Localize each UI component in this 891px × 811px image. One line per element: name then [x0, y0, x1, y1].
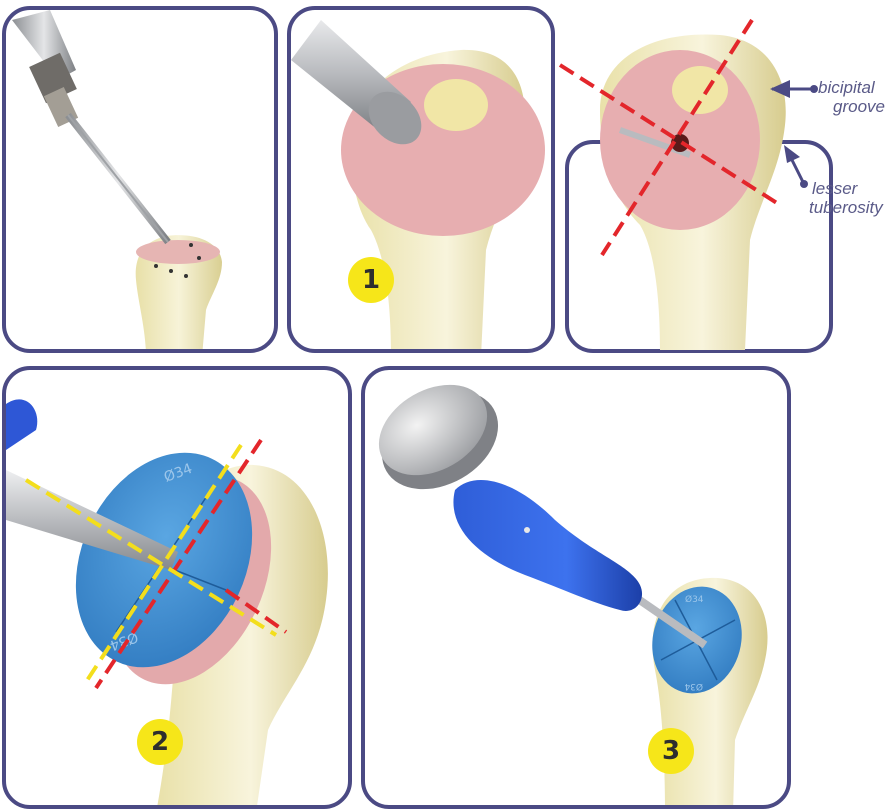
impactor-icon — [365, 370, 705, 645]
small-disc-size-bottom: Ø34 — [684, 681, 703, 692]
small-disc-size-top: Ø34 — [685, 594, 704, 605]
label-tuberosity: tuberosity — [809, 199, 883, 217]
label-groove: groove — [833, 98, 885, 116]
humerus-bone-icon — [600, 34, 786, 350]
step-badge-3: 3 — [648, 728, 694, 774]
step-3-illustration: Ø34 Ø34 — [365, 370, 791, 809]
label-bicipital: bicipital — [818, 79, 875, 97]
axes-illustration — [0, 0, 891, 360]
panel-step-2: Ø34 Ø34 2 — [2, 366, 352, 809]
step-badge-2: 2 — [137, 719, 183, 765]
panel-step-3: Ø34 Ø34 3 — [361, 366, 791, 809]
label-lesser: lesser — [812, 180, 857, 198]
